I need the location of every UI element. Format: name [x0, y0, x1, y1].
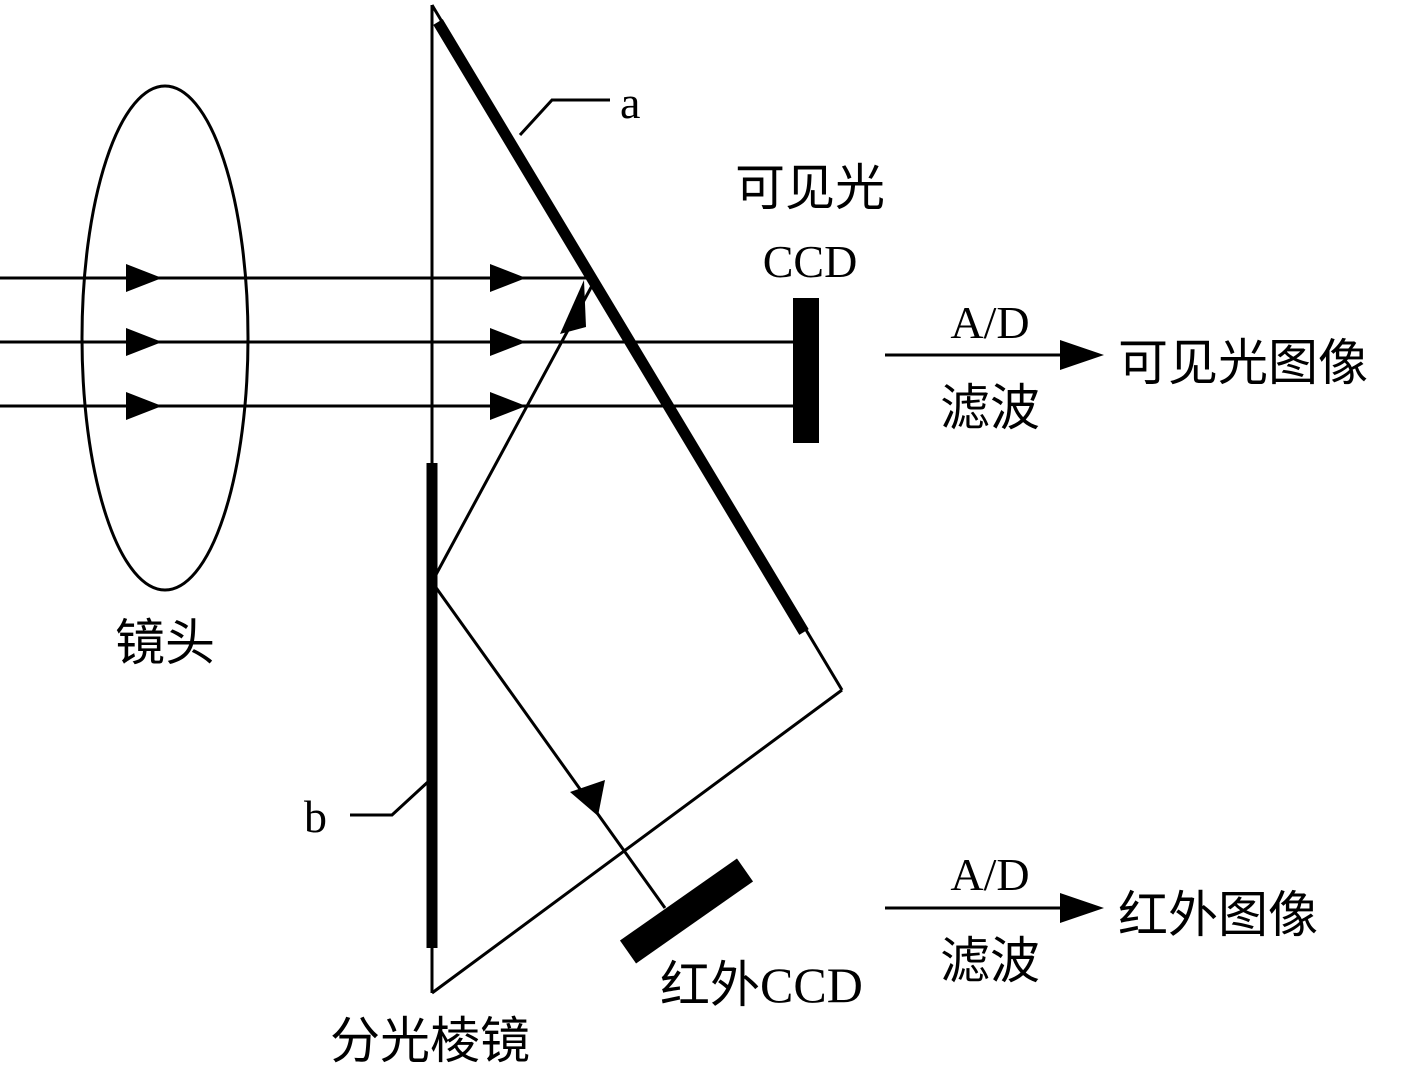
leader-b [350, 778, 432, 817]
ray-arrowheads [126, 264, 526, 420]
arrow-icon [560, 280, 586, 334]
incoming-rays [0, 276, 793, 408]
label-infrared-ad: A/D [950, 849, 1029, 900]
arrow-icon [490, 392, 526, 420]
label-lens: 镜头 [115, 615, 215, 671]
leader-a [518, 98, 610, 137]
visible-ccd-sensor [793, 298, 819, 443]
label-visible-ad: A/D [950, 297, 1029, 348]
label-infrared-output: 红外图像 [1118, 887, 1318, 943]
arrow-icon [126, 264, 162, 292]
label-visible-filter: 滤波 [940, 380, 1040, 436]
arrow-icon [126, 392, 162, 420]
label-visible-ccd: 可见光 [735, 160, 885, 216]
arrow-icon [1060, 893, 1104, 923]
label-coating-a: a [620, 77, 640, 128]
infrared-path [430, 281, 667, 909]
lens-ellipse [80, 84, 250, 592]
infrared-ccd-sensor [619, 858, 754, 964]
label-prism: 分光棱镜 [330, 1013, 530, 1068]
coating-a [433, 19, 809, 635]
label-infrared-ccd: 红外CCD [660, 957, 863, 1013]
arrow-icon [490, 328, 526, 356]
arrow-icon [490, 264, 526, 292]
label-coating-b: b [304, 791, 327, 842]
label-visible-ccd-type: CCD [763, 236, 858, 287]
prism-outline [430, 4, 844, 995]
arrow-icon [570, 780, 605, 816]
label-visible-output: 可见光图像 [1118, 335, 1368, 391]
arrow-icon [1060, 340, 1104, 370]
label-infrared-filter: 滤波 [940, 933, 1040, 989]
arrow-icon [126, 328, 162, 356]
